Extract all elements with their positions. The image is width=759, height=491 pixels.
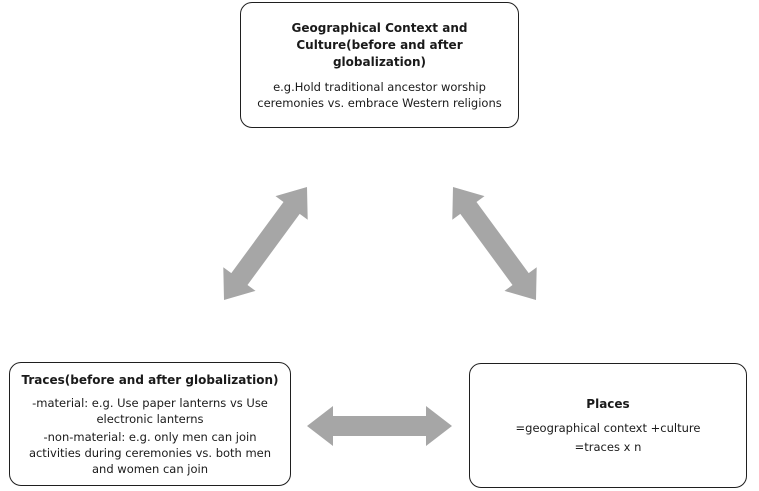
node-body-line: =geographical context +culture (515, 421, 701, 435)
node-body-line: -non-material: e.g. only men can join ac… (28, 429, 272, 476)
traces-node: Traces(before and after globalization) -… (9, 362, 291, 486)
node-body-line: -material: e.g. Use paper lanterns vs Us… (32, 395, 268, 426)
double-arrow-top-right (452, 187, 537, 300)
double-arrow-left-right (307, 406, 452, 446)
double-arrow-top-left (223, 187, 308, 300)
node-body-line: e.g.Hold traditional ancestor worship ce… (257, 79, 502, 110)
places-node: Places =geographical context +culture =t… (469, 363, 747, 488)
node-title: Traces(before and after globalization) (21, 372, 279, 387)
geographical-context-culture-node: Geographical Context and Culture(before … (240, 2, 519, 128)
node-body-line: =traces x n (574, 440, 642, 454)
node-title: Places (586, 397, 630, 411)
node-title: Geographical Context and Culture(before … (291, 20, 468, 69)
